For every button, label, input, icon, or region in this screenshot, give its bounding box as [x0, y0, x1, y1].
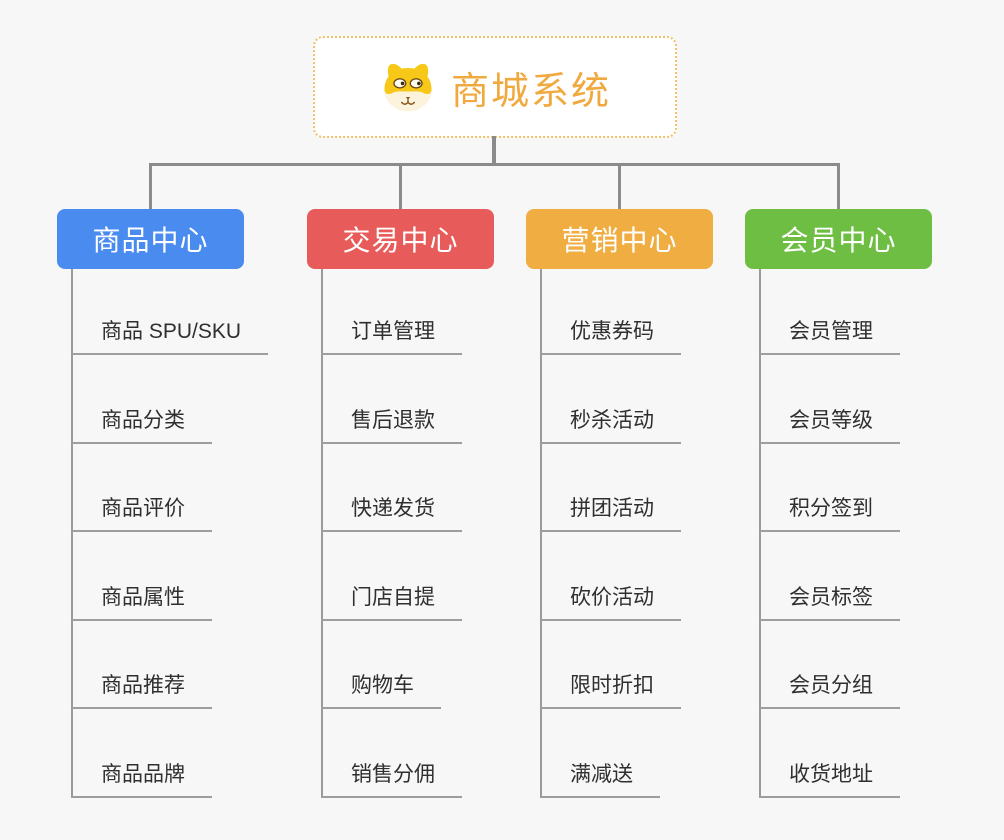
leaf-node-sales-commission[interactable]: 销售分佣 [321, 761, 462, 798]
root-node-title: 商城系统 [450, 70, 611, 113]
connector-drop-trade-center [399, 163, 402, 210]
leaf-node-points-checkin[interactable]: 积分签到 [759, 495, 900, 532]
leaf-node-store-pickup[interactable]: 门店自提 [321, 584, 462, 621]
leaf-node-member-management[interactable]: 会员管理 [759, 318, 900, 355]
leaf-node-flash-sale[interactable]: 秒杀活动 [540, 407, 681, 444]
leaf-node-spend-and-save[interactable]: 满减送 [540, 761, 660, 798]
leaf-node-shipping-address[interactable]: 收货地址 [759, 761, 900, 798]
leaf-node-member-group[interactable]: 会员分组 [759, 672, 900, 709]
leaf-node-product-category[interactable]: 商品分类 [71, 407, 212, 444]
leaf-node-coupon-code[interactable]: 优惠券码 [540, 318, 681, 355]
root-node-mall-system[interactable]: 商城系统 [313, 36, 677, 138]
leaf-node-order-management[interactable]: 订单管理 [321, 318, 462, 355]
leaf-node-express-delivery[interactable]: 快递发货 [321, 495, 462, 532]
leaf-node-product-spu-sku[interactable]: 商品 SPU/SKU [71, 318, 269, 355]
leaf-node-limited-discount[interactable]: 限时折扣 [540, 672, 681, 709]
branch-header-product-center[interactable]: 商品中心 [57, 209, 244, 269]
connector-drop-marketing-center [618, 163, 621, 210]
branch-trunk-line-product-center [71, 269, 73, 798]
connector-horizontal-line [149, 163, 840, 166]
branch-trunk-line-trade-center [321, 269, 323, 798]
branch-header-member-center[interactable]: 会员中心 [745, 209, 932, 269]
leaf-node-product-brand[interactable]: 商品品牌 [71, 761, 212, 798]
branch-trunk-line-member-center [759, 269, 761, 798]
leaf-node-shopping-cart[interactable]: 购物车 [321, 672, 441, 709]
branch-trunk-line-marketing-center [540, 269, 542, 798]
dog-face-icon [384, 63, 432, 112]
connector-root-stem [492, 136, 496, 164]
leaf-node-product-recommend[interactable]: 商品推荐 [71, 672, 212, 709]
leaf-node-bargain-activity[interactable]: 砍价活动 [540, 584, 681, 621]
branch-header-trade-center[interactable]: 交易中心 [307, 209, 494, 269]
leaf-node-group-buying[interactable]: 拼团活动 [540, 495, 681, 532]
connector-drop-product-center [149, 163, 152, 210]
connector-drop-member-center [837, 163, 840, 210]
leaf-node-product-attribute[interactable]: 商品属性 [71, 584, 212, 621]
leaf-node-product-review[interactable]: 商品评价 [71, 495, 212, 532]
leaf-node-after-sale-refund[interactable]: 售后退款 [321, 407, 462, 444]
leaf-node-member-tag[interactable]: 会员标签 [759, 584, 900, 621]
branch-header-marketing-center[interactable]: 营销中心 [526, 209, 713, 269]
leaf-node-member-level[interactable]: 会员等级 [759, 407, 900, 444]
